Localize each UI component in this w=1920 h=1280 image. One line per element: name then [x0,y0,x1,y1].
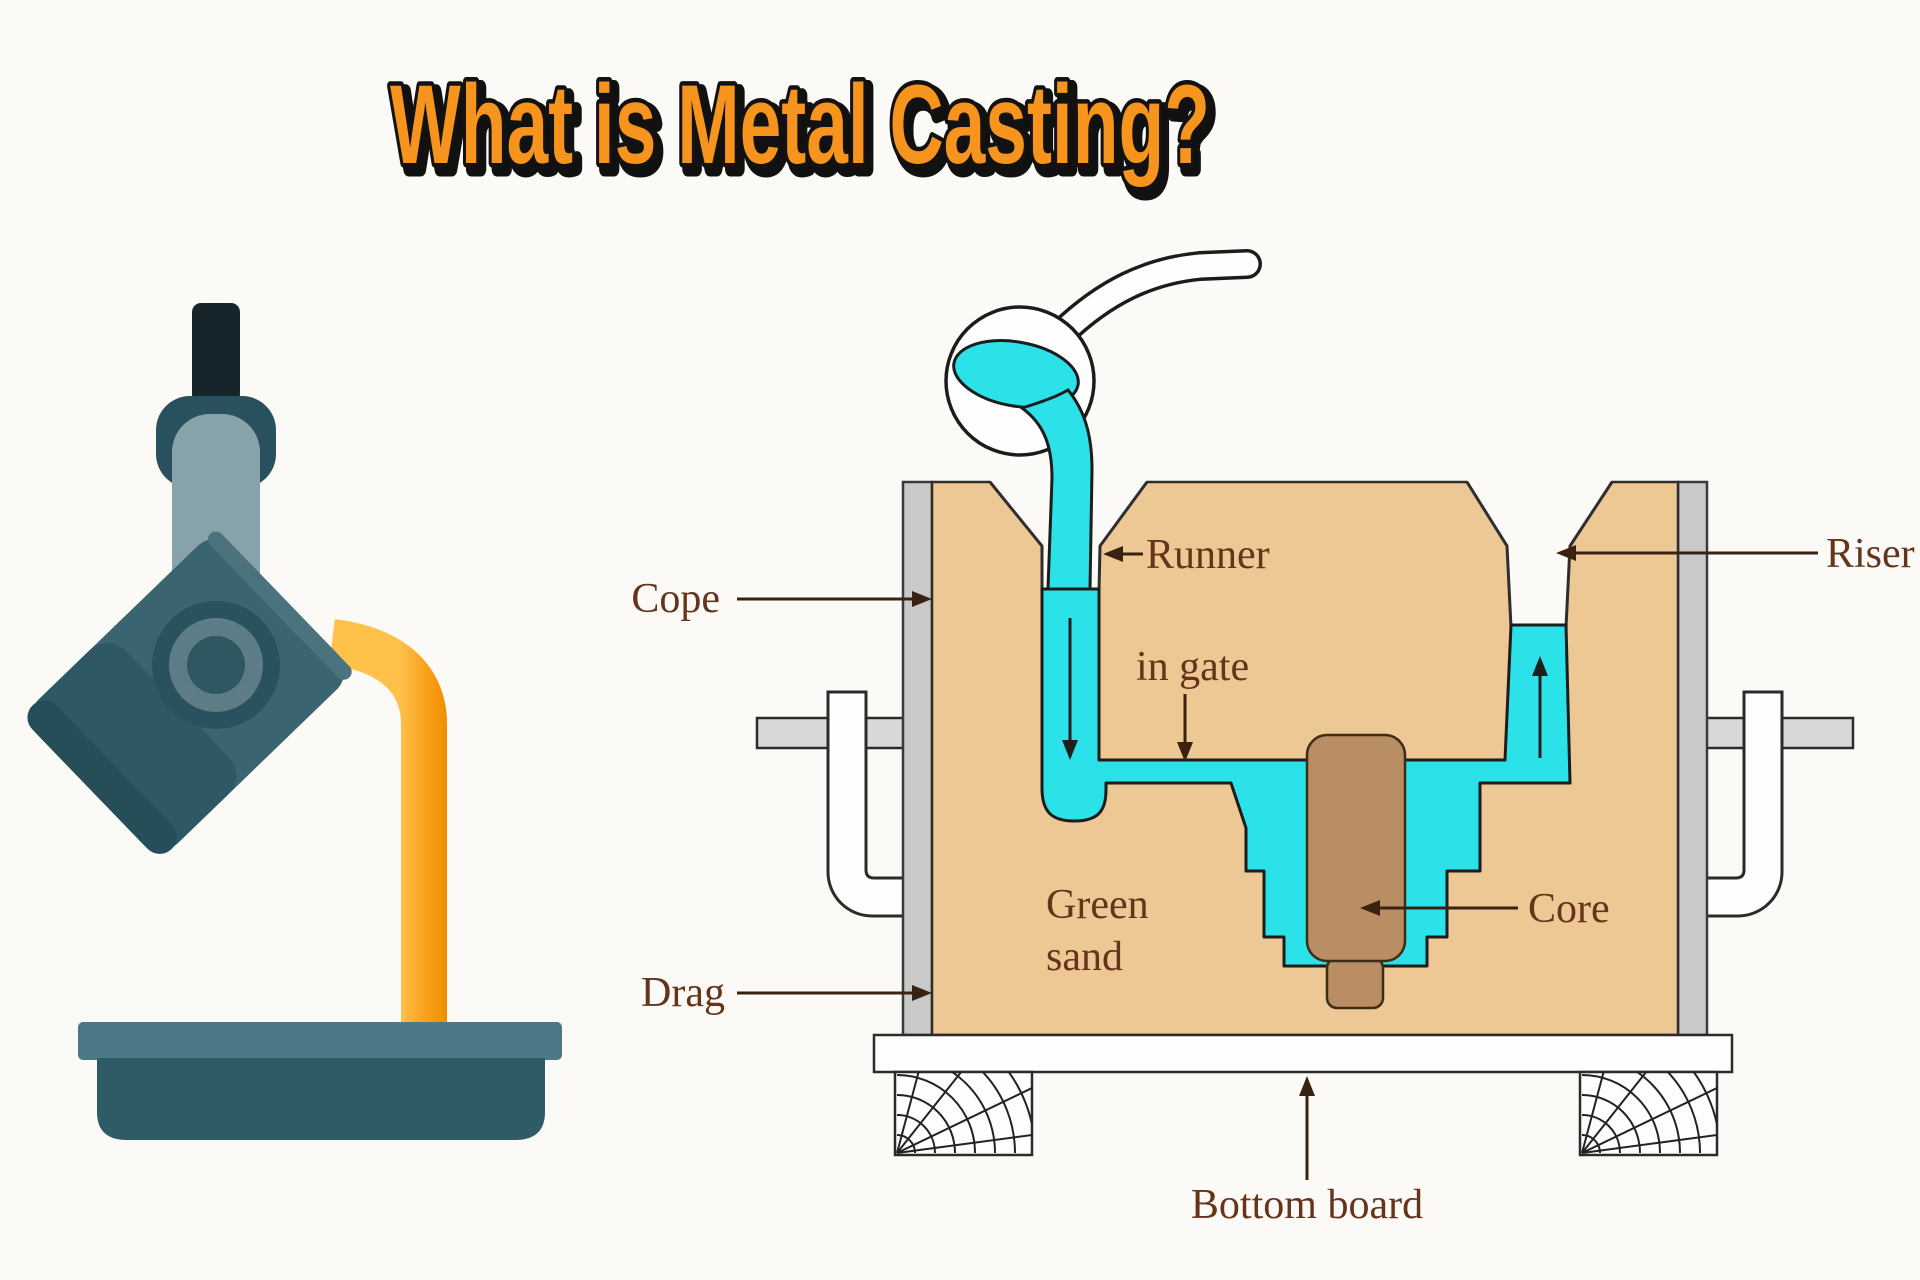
pivot-ring-inner [187,636,245,694]
bottom-board-text: Bottom board [1191,1182,1423,1228]
sand-mold-diagram: Cope Drag Runner in gate Riser Green san… [631,249,1915,1228]
wood-block-right [1578,1070,1719,1157]
wood-block-left [893,1070,1034,1157]
runner-text: Runner [1146,532,1270,578]
green-sand-text-1: Green [1046,882,1149,928]
label-in-gate: in gate [1136,644,1249,762]
left-clamp [755,690,909,918]
pouring-stream [1018,388,1094,591]
riser-flow-arrowhead [1532,656,1548,676]
sprue-funnel-right-wall [1097,481,1149,592]
drag-text: Drag [641,970,725,1016]
label-cope: Cope [631,576,932,622]
core-arrowhead [1360,900,1380,916]
trough-body [97,1058,545,1140]
flask-wall-left [901,480,934,1037]
flask-wall-right [1676,480,1709,1037]
trough-flange [78,1022,562,1060]
label-core: Core [1360,886,1610,932]
label-green-sand: Green sand [1046,882,1149,980]
title-shadow-text: What is Metal Casting? [395,68,1215,193]
molten-metal-stream [328,619,447,1026]
ladle-handle [1050,252,1259,345]
right-clamp [1701,690,1855,918]
bottom-board [872,1033,1734,1074]
ladle-icon [944,249,1262,591]
bottom-board-arrowhead [1299,1076,1315,1096]
riser-funnel-right-wall [1564,481,1614,628]
label-bottom-board: Bottom board [1191,1076,1423,1228]
cope-arrowhead [912,591,932,607]
sprue-flow-arrowhead [1062,740,1078,760]
sprue-funnel-left-wall [988,481,1044,591]
cope-text: Cope [631,576,720,622]
riser-arrowhead [1556,545,1576,561]
core-text: Core [1528,886,1610,932]
riser-text: Riser [1826,531,1915,577]
in-gate-text: in gate [1136,644,1249,690]
title-text: What is Metal Casting? [390,62,1210,187]
crucible-handle [192,303,240,403]
in-gate-arrowhead [1177,742,1193,762]
riser-funnel-left-wall [1465,481,1513,628]
riser-funnel-opening [1467,480,1612,627]
green-sand-text-2: sand [1046,934,1123,980]
ladle-metal-surface [952,339,1080,409]
crucible-pouring-icon [27,303,562,1140]
page-title: What is Metal Casting? What is Metal Cas… [386,58,1223,201]
label-runner: Runner [1103,532,1270,578]
label-riser: Riser [1556,531,1915,577]
drag-arrowhead [912,985,932,1001]
label-drag: Drag [641,970,932,1016]
core-body [1305,733,1407,963]
core-print [1325,956,1385,1010]
receiving-mold [78,1022,562,1140]
runner-arrowhead [1103,546,1123,562]
